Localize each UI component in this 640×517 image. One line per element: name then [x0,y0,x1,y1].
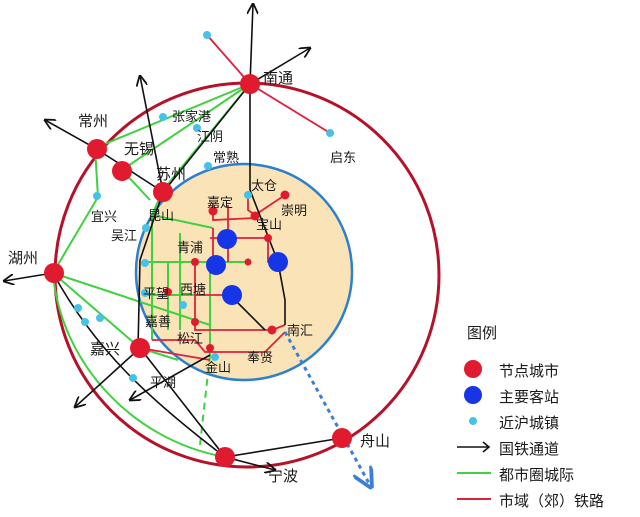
legend-item-metro-intercity: 都市圈城际 [455,462,635,486]
label-wuxi: 无锡 [124,140,155,158]
label-zhangjiagang: 张家港 [172,110,212,125]
node-city-markers [44,74,352,467]
label-pinghu: 平湖 [150,376,177,391]
legend-item-nearby-town: 近沪城镇 [455,410,635,434]
legend-item-municipal-rail: 市域（郊）铁路 [455,488,635,512]
label-qingpu: 青浦 [177,241,204,256]
label-taicang: 太仓 [251,179,278,194]
label-kunshan: 昆山 [148,209,175,224]
planned-extension-arrow [283,331,370,485]
label-songjiang: 松江 [177,332,204,347]
label-yixing: 宜兴 [91,210,118,225]
arrow-right-icon [457,441,491,453]
label-baoshan: 宝山 [256,218,283,233]
major-station-icon [464,386,482,404]
green-line-icon [457,472,491,474]
label-nantong: 南通 [263,69,294,87]
label-changshu: 常熟 [213,151,240,166]
legend-item-major-station: 主要客站 [455,384,635,408]
label-chongming: 崇明 [281,204,308,219]
label-changzhou: 常州 [78,112,109,130]
municipal-stations [164,190,290,352]
legend-item-node-city: 节点城市 [455,358,635,382]
legend-title: 图例 [467,324,498,342]
nearby-town-markers [74,31,334,382]
red-line-icon [457,498,491,500]
legend-label: 都市圈城际 [499,466,575,484]
label-jiading: 嘉定 [207,196,234,211]
label-qidong: 启东 [330,151,357,166]
label-xitang: 西塘 [180,283,207,298]
planned-green-dashed [199,354,211,446]
label-jiashan: 嘉善 [145,315,172,330]
major-stations [206,229,288,305]
shanghai-area [134,162,354,382]
label-huzhou: 湖州 [8,249,39,267]
label-wujiang: 吴江 [111,229,138,244]
label-pingwang: 平望 [143,287,170,302]
label-fengxian: 奉贤 [247,351,274,366]
legend-label: 市域（郊）铁路 [499,492,605,510]
legend-label: 国铁通道 [499,440,560,458]
nearby-town-icon [469,417,477,425]
legend-label: 主要客站 [499,388,560,406]
label-nanhui: 南汇 [287,324,314,339]
label-zhoushan: 舟山 [360,432,391,450]
municipal-rail-lines [139,34,331,361]
label-suzhou: 苏州 [156,165,187,183]
node-city-icon [464,360,482,378]
legend-label: 近沪城镇 [499,414,560,432]
legend-label: 节点城市 [499,362,560,380]
legend: 图例 节点城市 主要客站 近沪城镇 国铁通道 都市圈城际 市域（郊）铁路 [455,318,635,513]
label-jinshan: 金山 [205,361,232,376]
label-ningbo: 宁波 [268,467,299,485]
legend-item-national-rail: 国铁通道 [455,436,635,460]
label-jiaxing: 嘉兴 [90,340,121,358]
label-jiangyin: 江阴 [197,130,224,145]
